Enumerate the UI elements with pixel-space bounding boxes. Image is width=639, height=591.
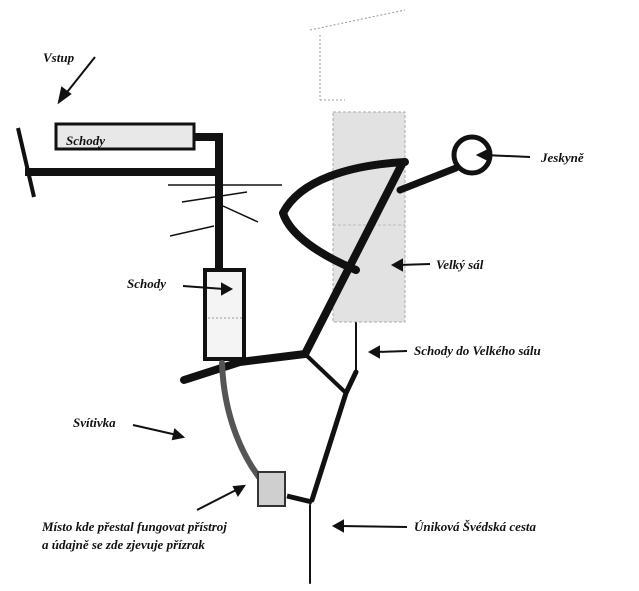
label-velky-sal: Velký sál [436, 257, 484, 272]
vstup-arrow [57, 56, 96, 105]
faint-outline-top [309, 9, 406, 101]
label-svitivka: Svítivka [73, 415, 116, 430]
svitivka-path [219, 360, 265, 484]
ghost-spot-arrow [196, 484, 247, 511]
label-schody-mid: Schody [127, 276, 166, 291]
velky-sal-arrow [390, 258, 431, 272]
great-hall-area [332, 111, 406, 323]
side-passages [168, 184, 282, 237]
main-passages [180, 158, 460, 584]
entrance-corridor [16, 127, 223, 270]
ghost-spot-box [257, 471, 286, 507]
label-vstup: Vstup [43, 50, 75, 65]
label-schody-top: Schody [66, 133, 105, 148]
label-unikova-cesta: Úniková Švédská cesta [414, 519, 537, 534]
ghost-to-escape-link [286, 493, 313, 505]
schody-mid-arrow [182, 282, 234, 296]
label-arrows [57, 56, 531, 533]
label-ghost-spot-line2: a údajně se zde zjevuje přízrak [42, 537, 205, 552]
top-stairs-box [54, 122, 196, 151]
middle-stairs-box [203, 268, 246, 361]
label-ghost-spot-line1: Místo kde přestal fungovat přístroj [42, 519, 227, 534]
label-schody-do-velkeho-salu: Schody do Velkého sálu [414, 343, 541, 358]
label-jeskyne: Jeskyně [541, 150, 584, 165]
jeskyne-arrow [475, 148, 531, 162]
unikova-cesta-arrow [331, 519, 408, 533]
schody-do-velkeho-salu-arrow [367, 345, 408, 359]
svitivka-arrow [132, 424, 186, 441]
